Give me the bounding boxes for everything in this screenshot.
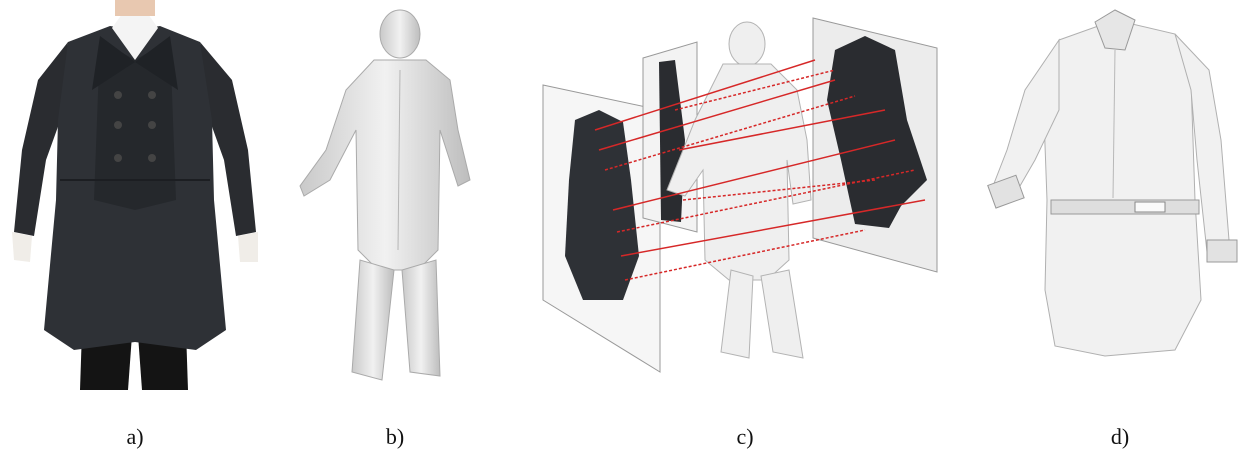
panel-b-mesh (290, 0, 490, 400)
segmented-coat-mesh (985, 0, 1250, 400)
panel-a-photo (0, 0, 270, 400)
caption-c: c) (736, 424, 753, 450)
multi-view-correspondence (535, 0, 955, 400)
frock-coat-photo (0, 0, 270, 400)
caption-b: b) (386, 424, 404, 450)
panel-c-correspondence (535, 0, 955, 400)
caption-d: d) (1111, 424, 1129, 450)
caption-a: a) (126, 424, 143, 450)
panel-d-garment-mesh (985, 0, 1250, 400)
scanned-mesh-figure (290, 0, 490, 400)
